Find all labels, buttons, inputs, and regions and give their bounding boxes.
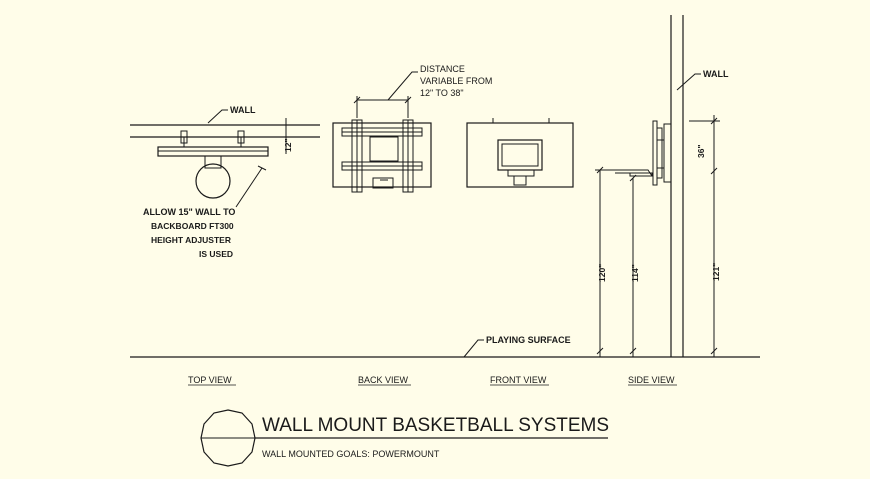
back-view-label: BACK VIEW <box>358 375 409 385</box>
title-text: WALL MOUNT BASKETBALL SYSTEMS <box>262 415 609 436</box>
rim-circle <box>195 163 231 199</box>
front-view-label: FRONT VIEW <box>490 375 547 385</box>
allow-line-1: ALLOW 15" WALL TO <box>143 207 235 217</box>
target-square-inner <box>501 143 539 167</box>
distance-line-1: DISTANCE <box>420 64 465 74</box>
dim-121-label: 121" <box>711 263 721 281</box>
dim-36-label: 36" <box>696 145 706 159</box>
back-view-drawing: DISTANCE VARIABLE FROM 12" TO 38" <box>332 64 492 193</box>
dim-12-label: 12" <box>283 139 293 153</box>
backboard-back <box>332 122 432 188</box>
allow-line-3: HEIGHT ADJUSTER <box>151 235 231 245</box>
top-view-label: TOP VIEW <box>188 375 232 385</box>
wall-label-top: WALL <box>230 105 256 115</box>
subtitle-text: WALL MOUNTED GOALS: POWERMOUNT <box>262 449 440 459</box>
playing-surface-label: PLAYING SURFACE <box>486 335 571 345</box>
dim-114-label: 114" <box>630 264 640 282</box>
top-view-drawing: 12" WALL ALLOW 15" WALL TO BACKBOARD FT3… <box>130 105 320 259</box>
title-block: WALL MOUNT BASKETBALL SYSTEMS WALL MOUNT… <box>200 409 609 467</box>
distance-line-3: 12" TO 38" <box>420 88 464 98</box>
backboard-front <box>466 122 574 188</box>
distance-line-2: VARIABLE FROM <box>420 76 492 86</box>
allow-line-2: BACKBOARD FT300 <box>151 221 234 231</box>
title-symbol <box>200 409 256 467</box>
side-view-label: SIDE VIEW <box>628 375 675 385</box>
wall-label-side: WALL <box>703 69 729 79</box>
dim-120-label: 120" <box>597 264 607 282</box>
rim-bracket <box>204 155 222 169</box>
front-view-drawing <box>466 118 574 188</box>
side-view-drawing: WALL 36" 121" 120" 114" <box>595 15 729 357</box>
allow-line-4: IS USED <box>199 249 233 259</box>
rim-front <box>507 169 535 177</box>
